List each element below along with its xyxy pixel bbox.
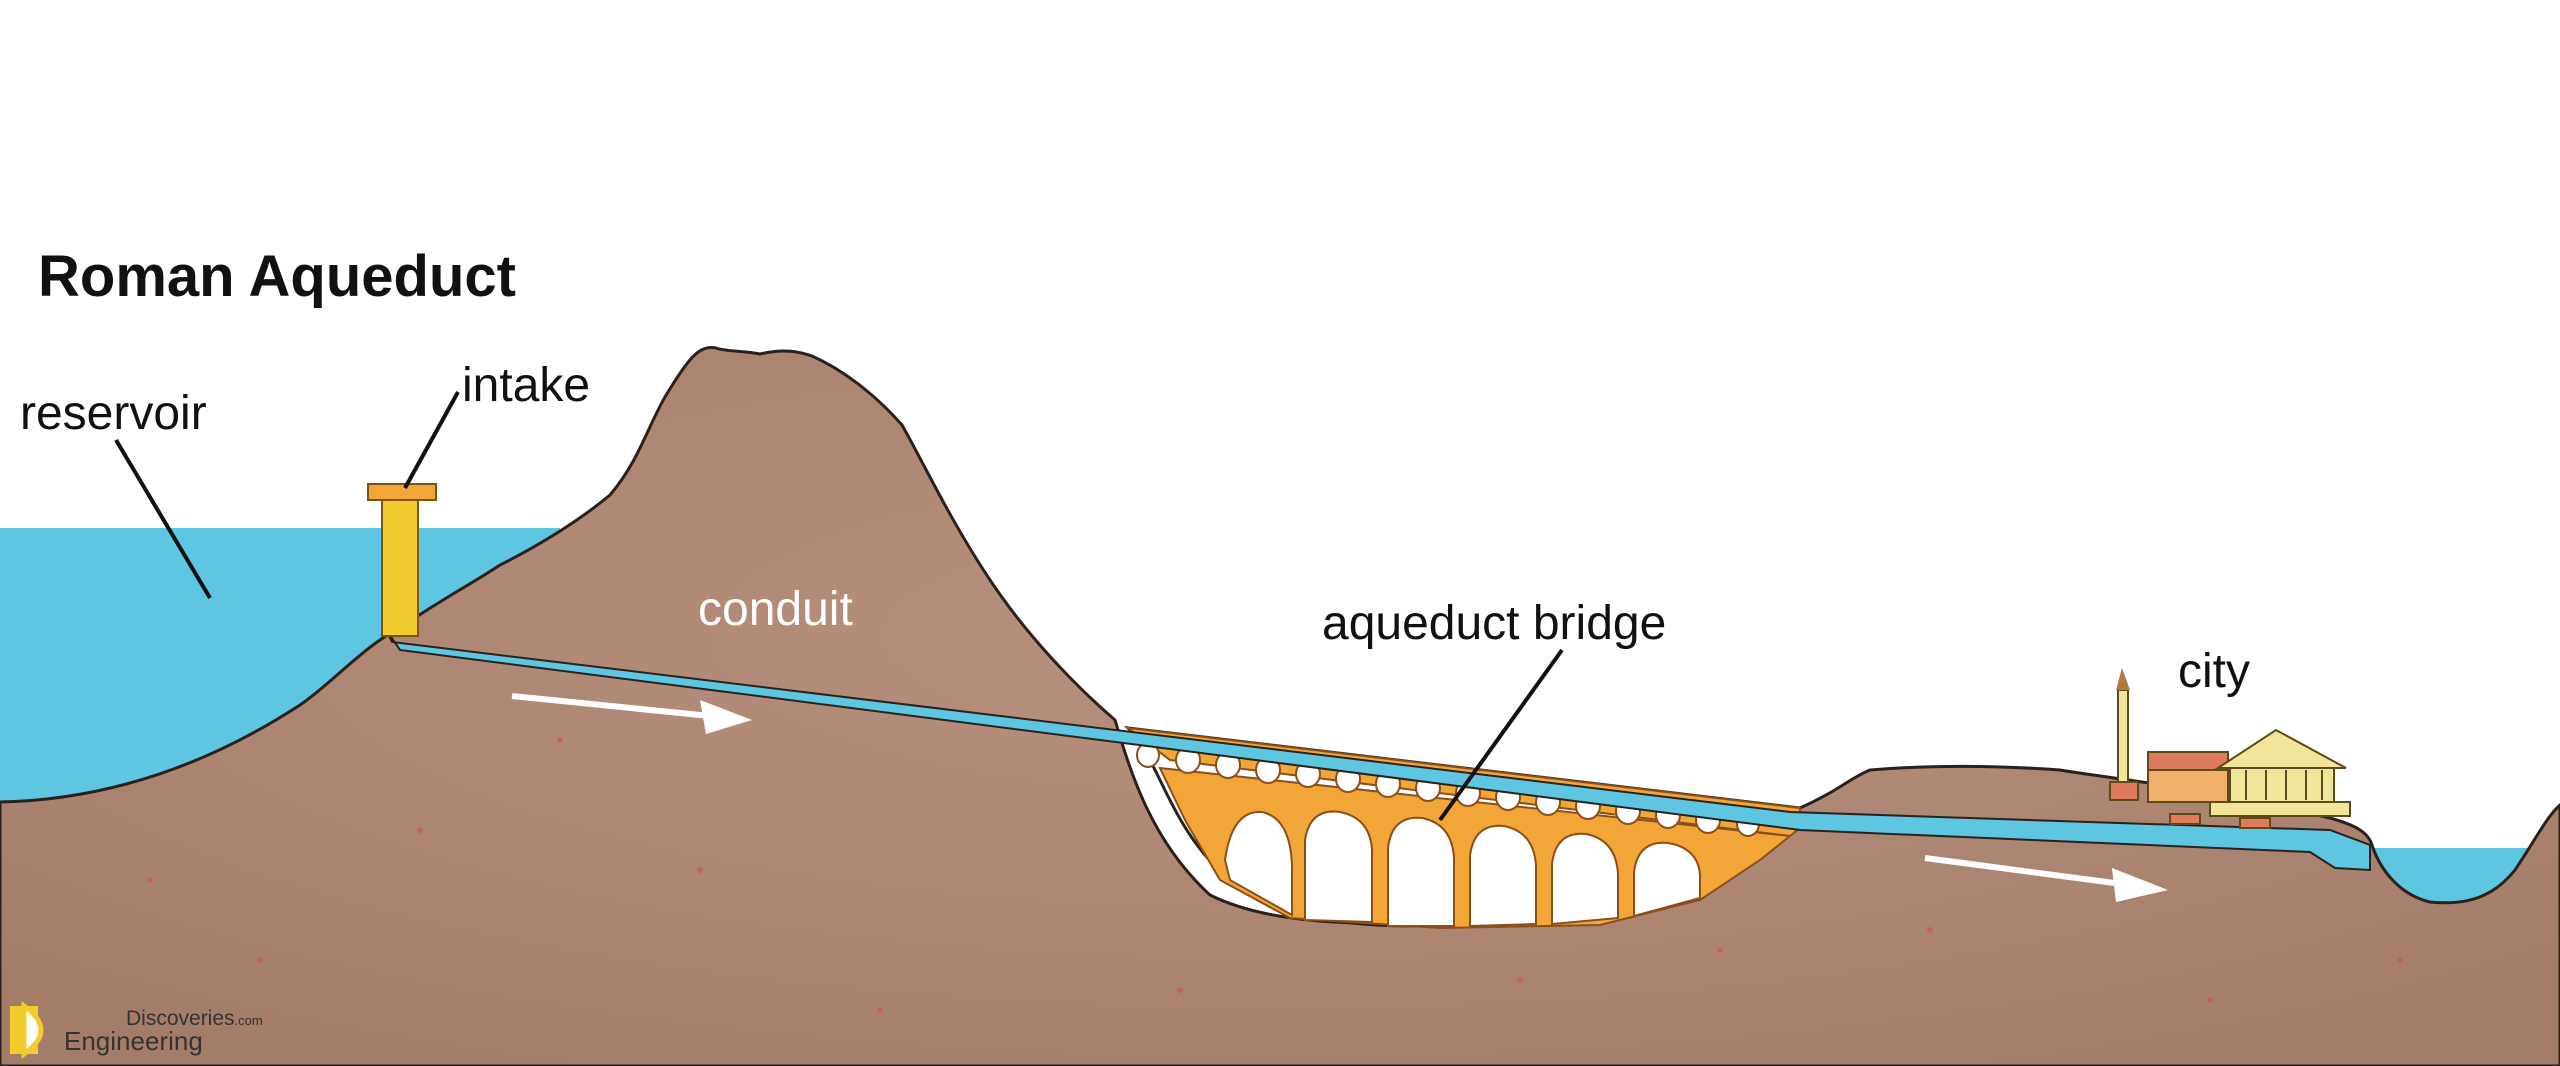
city-buildings (2109, 668, 2351, 829)
conduit-channel (384, 627, 2371, 872)
intake-tower (367, 483, 437, 637)
label-reservoir: reservoir (20, 387, 207, 440)
intake-leader-line (403, 391, 460, 489)
flow-arrow-upper (511, 693, 752, 734)
soil-speckles (147, 737, 2403, 1013)
watermark-line2: Engineering (64, 1026, 203, 1056)
reservoir-leader-line (114, 438, 212, 600)
watermark-logo-icon (10, 1001, 44, 1059)
label-city: city (2178, 645, 2250, 698)
watermark-line1-text: Discoveries (126, 1007, 235, 1030)
bridge-leader-line (1438, 648, 1564, 822)
flow-arrow-lower (1924, 855, 2168, 902)
aqueduct-bridge-structure (1124, 726, 1801, 930)
watermark-line1-suffix: .com (234, 1013, 263, 1028)
watermark-line1: Discoveries.com (126, 1008, 263, 1029)
diagram-title: Roman Aqueduct (38, 244, 516, 309)
label-aqueduct-bridge: aqueduct bridge (1322, 597, 1667, 650)
label-conduit: conduit (698, 583, 853, 636)
terrain (0, 346, 2560, 1066)
label-intake: intake (462, 359, 591, 412)
reservoir-water (0, 528, 560, 802)
